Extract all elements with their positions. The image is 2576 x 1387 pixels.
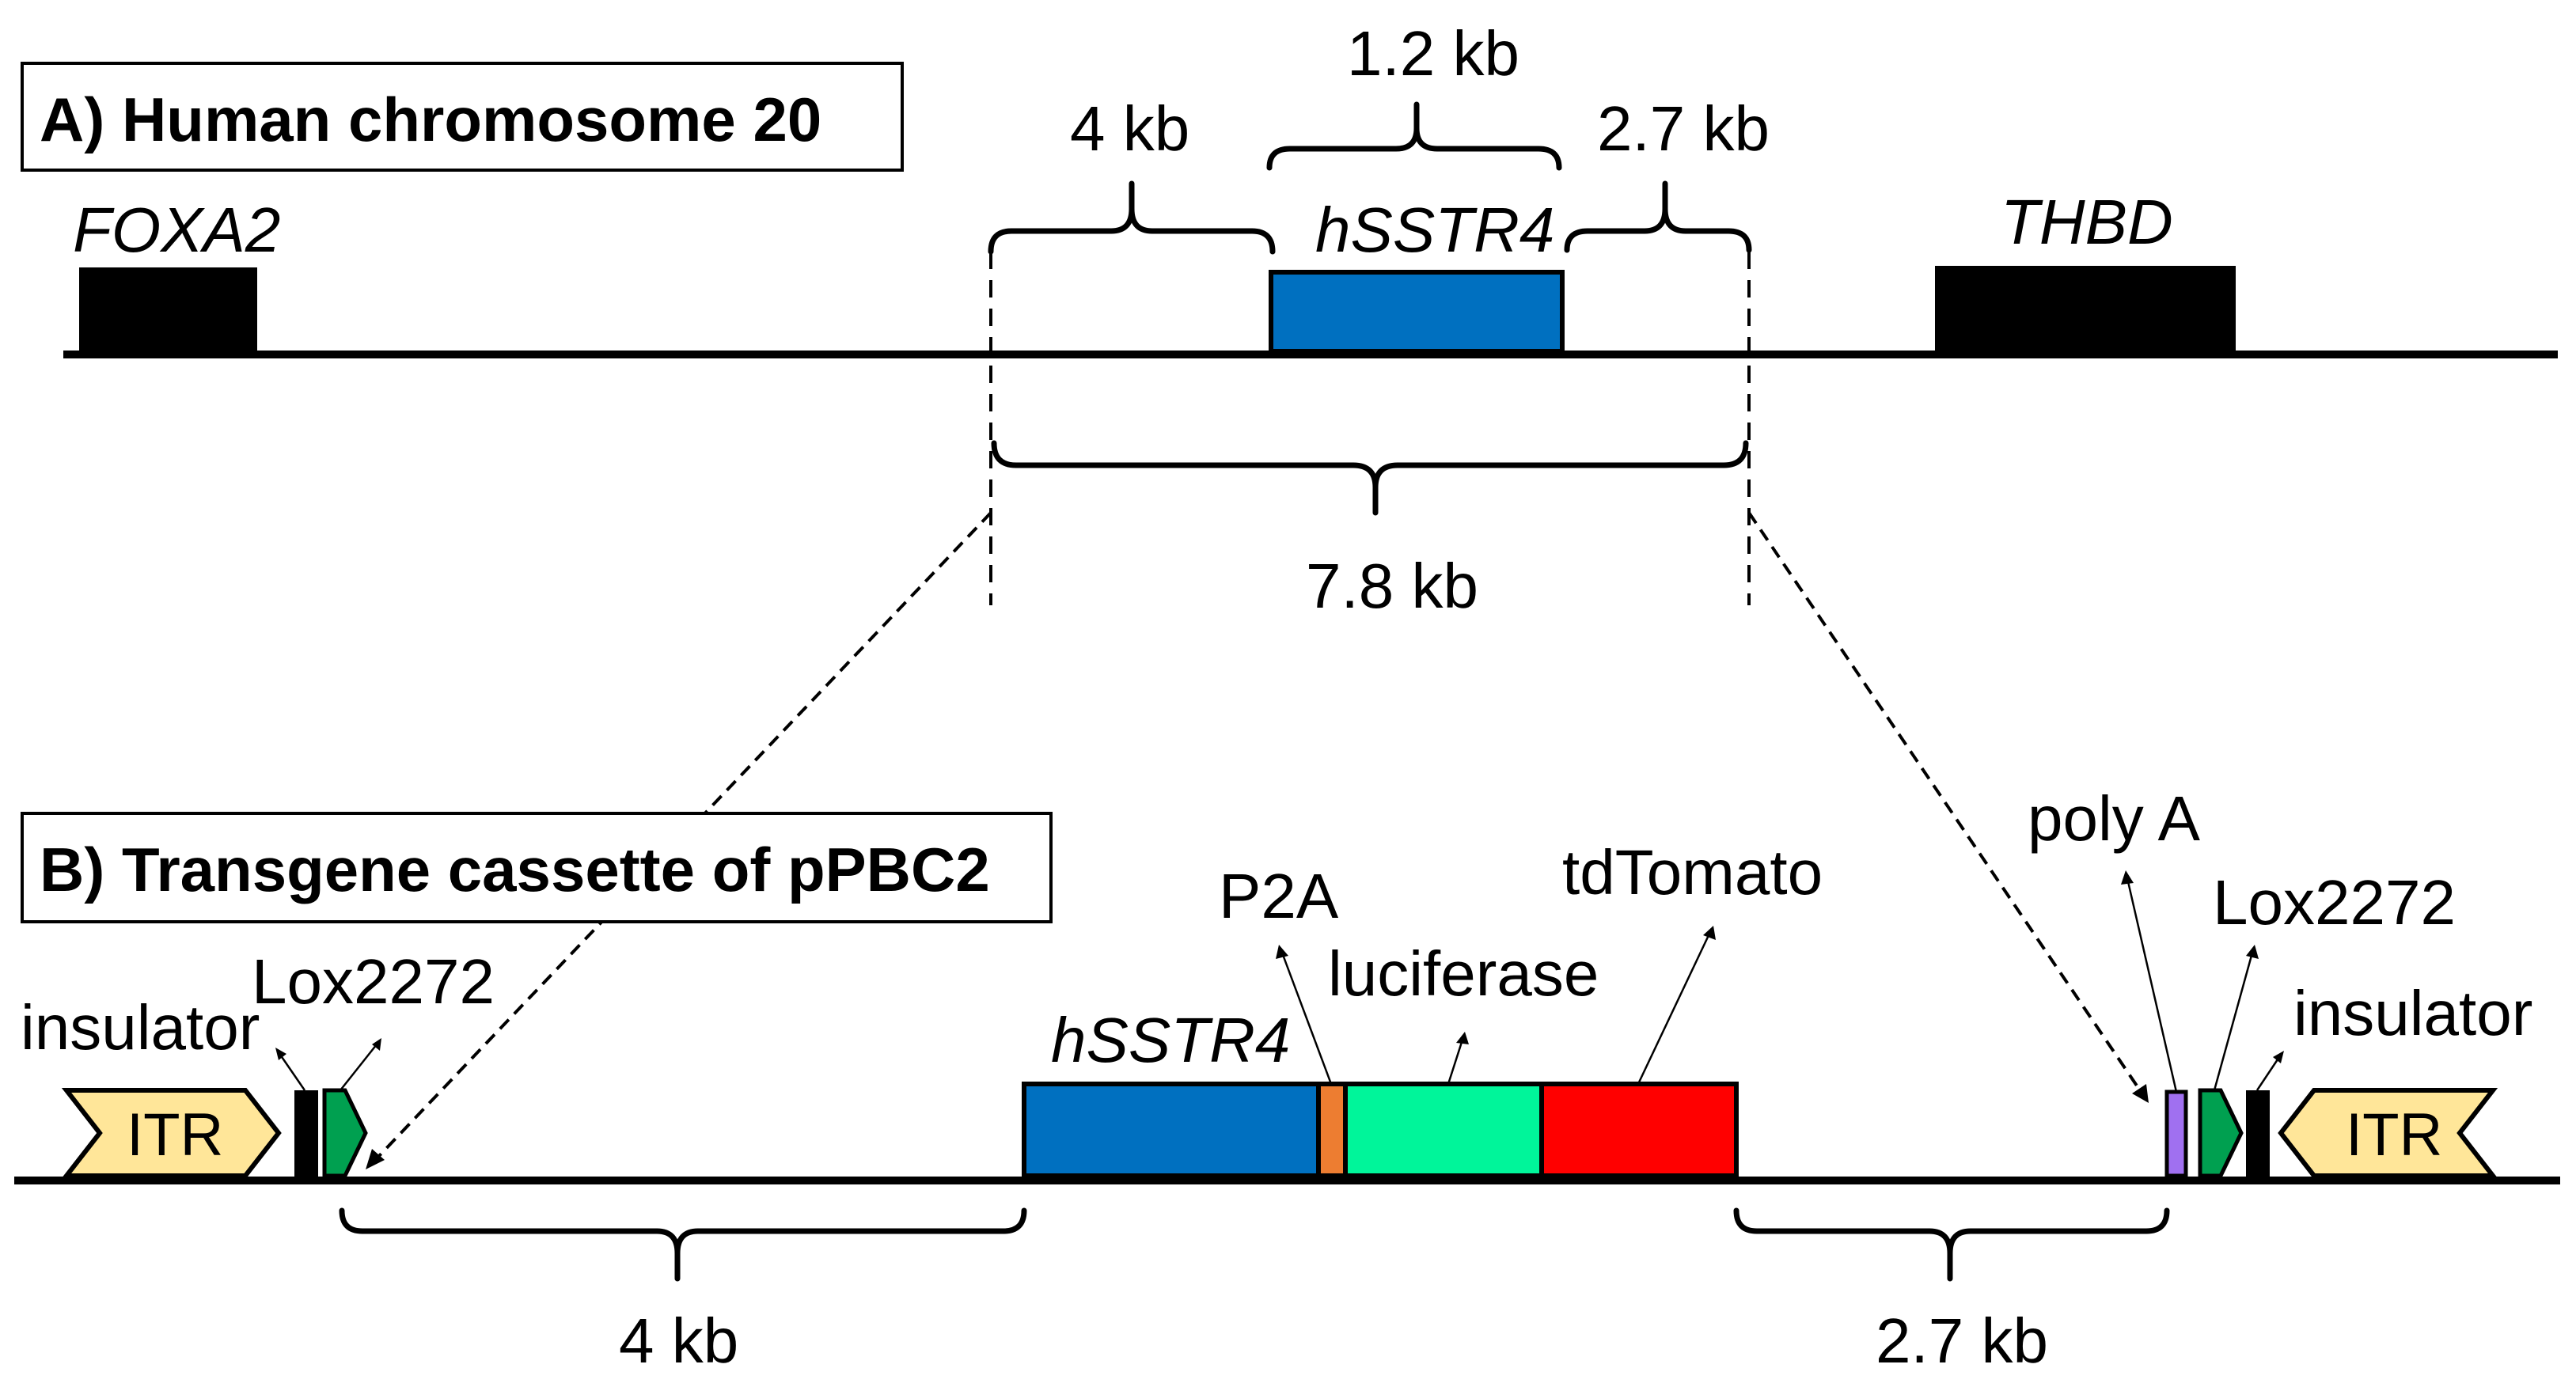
lox-right-pointer-head bbox=[2246, 945, 2259, 959]
panel-a-title: A) Human chromosome 20 bbox=[40, 85, 821, 154]
total-brace-a bbox=[991, 440, 1749, 516]
lox-left-pointer-head bbox=[372, 1038, 381, 1051]
itr-right-arrow bbox=[2278, 1088, 2498, 1178]
insulator-right-label: insulator bbox=[2293, 978, 2532, 1048]
tdtomato-label: tdTomato bbox=[1562, 837, 1823, 908]
hsstr4-box-b bbox=[1022, 1082, 1321, 1178]
upstream-brace-a bbox=[988, 180, 1276, 255]
zoom-arrowhead-right bbox=[2132, 1084, 2149, 1103]
itr-right-label: ITR bbox=[2346, 1101, 2442, 1169]
lox-right-pointer bbox=[2213, 952, 2254, 1091]
polya-label: poly A bbox=[2028, 783, 2201, 854]
panel-a-title-box bbox=[21, 62, 904, 172]
insulator-left-pointer-head bbox=[275, 1048, 286, 1060]
p2a-pointer bbox=[1280, 952, 1333, 1085]
polya-pointer-head bbox=[2121, 870, 2134, 885]
insulator-left-pointer bbox=[277, 1052, 306, 1091]
insulator-right-pointer-head bbox=[2273, 1051, 2284, 1063]
downstream-label-a: 2.7 kb bbox=[1597, 93, 1770, 164]
upstream-brace-b bbox=[339, 1207, 1027, 1282]
lox-right-arrow bbox=[2198, 1088, 2244, 1178]
lox-right-label: Lox2272 bbox=[2213, 867, 2456, 938]
lox-left-pointer bbox=[340, 1044, 377, 1091]
hsstr4-gene-box bbox=[1269, 270, 1565, 354]
polya-bar bbox=[2164, 1090, 2188, 1178]
panel-b-title: B) Transgene cassette of pPBC2 bbox=[40, 835, 990, 904]
thbd-label: THBD bbox=[2001, 187, 2173, 257]
upstream-label-a: 4 kb bbox=[1070, 93, 1189, 164]
lox-left-arrow bbox=[322, 1088, 368, 1178]
total-label-a: 7.8 kb bbox=[1306, 551, 1478, 621]
insulator-left-label: insulator bbox=[21, 992, 260, 1063]
panel-a: A) Human chromosome 20 FOXA2 hSSTR4 THBD… bbox=[21, 18, 2558, 621]
gene-label-a: 1.2 kb bbox=[1347, 18, 1519, 89]
downstream-label-b: 2.7 kb bbox=[1876, 1306, 2048, 1376]
hsstr4-label-a: hSSTR4 bbox=[1315, 195, 1554, 265]
thbd-gene-box bbox=[1935, 266, 2236, 353]
insulator-right-bar bbox=[2246, 1090, 2270, 1177]
p2a-box bbox=[1316, 1082, 1348, 1178]
zoom-arrowhead-left bbox=[366, 1149, 385, 1169]
tdtomato-box bbox=[1539, 1082, 1739, 1178]
foxa2-label: FOXA2 bbox=[73, 195, 280, 265]
hsstr4-label-b: hSSTR4 bbox=[1051, 1005, 1290, 1075]
foxa2-gene-box bbox=[79, 267, 257, 353]
insulator-right-pointer bbox=[2255, 1056, 2281, 1091]
p2a-pointer-head bbox=[1276, 945, 1288, 959]
lox-left-label: Lox2272 bbox=[252, 946, 495, 1017]
gene-brace-a bbox=[1266, 101, 1562, 171]
itr-left-arrow bbox=[61, 1088, 282, 1178]
itr-left-label: ITR bbox=[127, 1101, 223, 1169]
luciferase-pointer bbox=[1447, 1039, 1464, 1085]
panel-b-title-box bbox=[21, 812, 1053, 923]
luciferase-box bbox=[1343, 1082, 1544, 1178]
polya-pointer bbox=[2126, 877, 2178, 1093]
luciferase-label: luciferase bbox=[1328, 938, 1599, 1009]
panel-b: B) Transgene cassette of pPBC2 ITR insul… bbox=[14, 783, 2560, 1376]
downstream-brace-b bbox=[1733, 1207, 2170, 1282]
downstream-brace-a bbox=[1564, 180, 1752, 253]
zoom-line-right bbox=[1747, 511, 2142, 1092]
p2a-label: P2A bbox=[1219, 861, 1339, 931]
tdtomato-pointer bbox=[1637, 933, 1711, 1085]
luciferase-pointer-head bbox=[1456, 1032, 1469, 1044]
insulator-left-bar bbox=[294, 1090, 318, 1177]
tdtomato-pointer-head bbox=[1703, 926, 1716, 940]
upstream-label-b: 4 kb bbox=[619, 1306, 738, 1376]
